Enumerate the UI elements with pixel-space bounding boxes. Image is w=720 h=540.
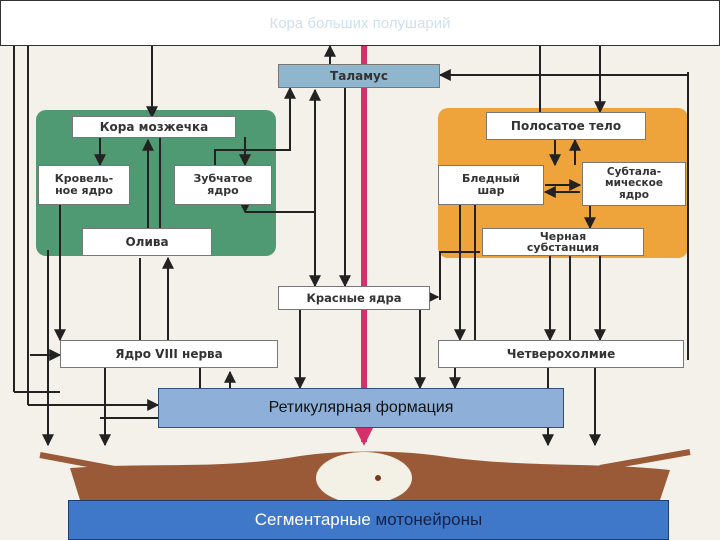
cerebral-cortex-label: Кора больших полушарий bbox=[269, 14, 451, 32]
segmental-motoneurons-box: Сегментарные мотонейроны bbox=[68, 500, 669, 540]
cerebellar-cortex-node: Кора мозжечка bbox=[72, 116, 236, 138]
olive-node: Олива bbox=[82, 228, 212, 256]
cerebral-cortex-banner: Кора больших полушарий bbox=[0, 0, 720, 46]
neuron-nucleus bbox=[316, 452, 412, 504]
reticular-formation-box: Ретикулярная формация bbox=[158, 388, 564, 428]
motoneurons-label: мотонейроны bbox=[375, 510, 483, 529]
segmental-label: Сегментарные bbox=[254, 510, 376, 529]
basal-ganglia-zone bbox=[438, 108, 688, 258]
red-nuclei-node: Красные ядра bbox=[278, 286, 430, 310]
reticular-formation-label: Ретикулярная формация bbox=[268, 399, 454, 416]
nucleus-viii-node: Ядро VIII нерва bbox=[60, 340, 278, 368]
dentate-nucleus-node: Зубчатое ядро bbox=[174, 165, 272, 205]
striatum-node: Полосатое тело bbox=[486, 112, 646, 140]
connection-lines bbox=[13, 44, 689, 447]
cerebellum-zone bbox=[36, 110, 276, 256]
subthalamic-nucleus-node: Субтала- мическое ядро bbox=[582, 162, 686, 206]
roof-nucleus-node: Кровель- ное ядро bbox=[38, 165, 130, 205]
thalamus-node: Таламус bbox=[278, 64, 440, 88]
substantia-nigra-node: Черная субстанция bbox=[482, 228, 644, 256]
quadrigemina-node: Четверохолмие bbox=[438, 340, 684, 368]
motoneuron-illustration bbox=[39, 449, 691, 523]
globus-pallidus-node: Бледный шар bbox=[438, 165, 544, 205]
